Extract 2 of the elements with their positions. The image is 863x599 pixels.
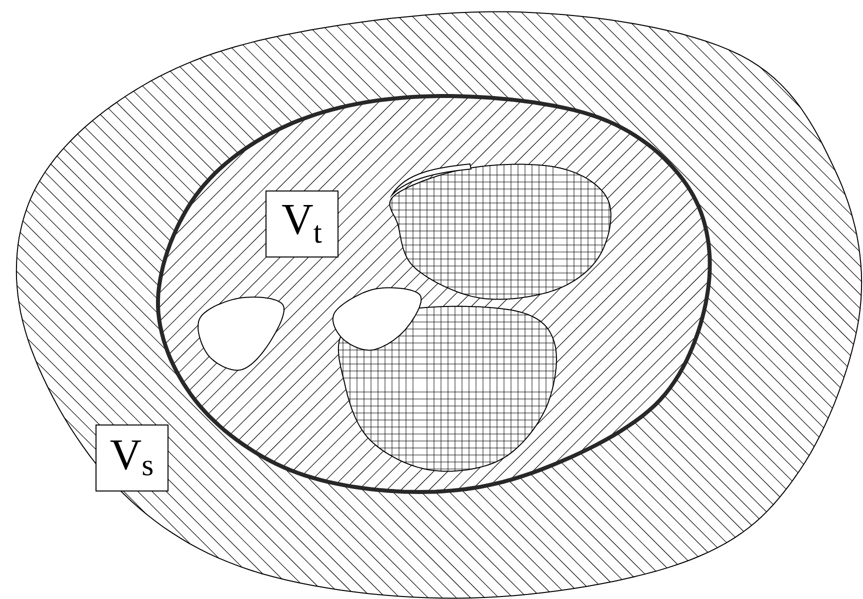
label-box: V$_{s}$ <box>96 424 168 492</box>
label-box: V$_{t}$ <box>266 190 338 258</box>
